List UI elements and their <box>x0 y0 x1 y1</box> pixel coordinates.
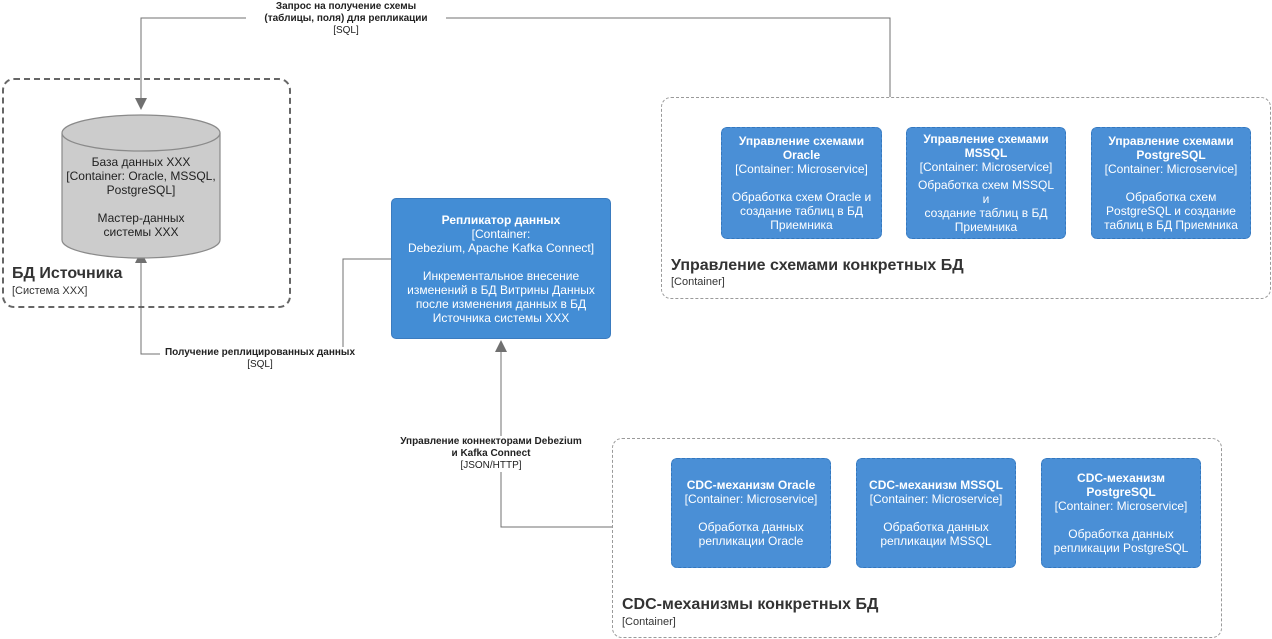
edge-label-schema-request: Запрос на получение схемы (таблицы, поля… <box>246 1 446 37</box>
cdc-card-desc-line1: Обработка данных <box>883 520 989 534</box>
replicator-container[interactable]: Репликатор данных [Container: Debezium, … <box>391 198 611 339</box>
cdc-card-tech: [Container: Microservice] <box>869 492 1003 506</box>
schema-card-postgresql[interactable]: Управление схемами PostgreSQL [Container… <box>1091 127 1251 239</box>
schema-card-desc-line3: Приемника <box>954 220 1018 234</box>
cdc-card-desc-line1: Обработка данных <box>698 520 804 534</box>
edge-label-tech: [SQL] <box>333 25 359 36</box>
edge-label-line1: Управление коннекторами Debezium <box>400 436 582 447</box>
schema-card-mssql[interactable]: Управление схемами MSSQL [Container: Mic… <box>906 127 1066 239</box>
edge-label-line2: и Kafka Connect <box>451 448 531 459</box>
database-name: База данных XXX <box>91 155 191 169</box>
edge-label-tech: [JSON/HTTP] <box>460 460 522 471</box>
schema-card-title-line1: Управление схемами <box>923 132 1049 146</box>
cdc-card-mssql[interactable]: CDC-механизм MSSQL [Container: Microserv… <box>856 458 1016 568</box>
source-boundary-title: БД Источника <box>12 265 123 282</box>
database-label: База данных XXX [Container: Oracle, MSSQ… <box>62 155 220 239</box>
schema-card-desc-line3: Приемника <box>770 218 833 232</box>
replicator-tech-line2: Debezium, Apache Kafka Connect] <box>407 240 595 255</box>
replicator-tech-line1: [Container: <box>471 226 531 241</box>
database-tech-line2: PostgreSQL] <box>106 183 176 197</box>
cdc-card-tech: [Container: Microservice] <box>1054 499 1188 513</box>
cdc-card-desc-line2: репликации PostgreSQL <box>1053 541 1189 555</box>
arrowhead-connectors <box>495 340 507 352</box>
replicator-desc-line2: изменений в БД Витрины Данных <box>407 282 595 297</box>
schema-boundary-title: Управление схемами конкретных БД <box>671 257 964 274</box>
replicator-desc-line1: Инкрементальное внесение <box>422 268 580 283</box>
edge-schema-request <box>140 17 891 100</box>
replicator-desc-line3: после изменения данных в БД <box>415 296 587 311</box>
cdc-boundary-subtitle: [Container] <box>622 616 676 628</box>
database-tech-line1: [Container: Oracle, MSSQL, <box>66 169 216 183</box>
edge-connectors <box>500 350 612 528</box>
schema-card-tech: [Container: Microservice] <box>919 160 1053 174</box>
schema-card-title-line1: Управление схемами <box>738 134 865 148</box>
cdc-card-postgresql[interactable]: CDC-механизм PostgreSQL [Container: Micr… <box>1041 458 1201 568</box>
cdc-card-title-line2: PostgreSQL <box>1086 485 1156 499</box>
schema-card-tech: [Container: Microservice] <box>1104 162 1238 176</box>
schema-card-desc-line2: PostgreSQL и создание <box>1106 204 1236 218</box>
source-boundary-subtitle: [Система XXX] <box>12 285 88 297</box>
cdc-card-oracle[interactable]: CDC-механизм Oracle [Container: Microser… <box>671 458 831 568</box>
replicator-desc-line4: Источника системы XXX <box>432 310 570 325</box>
schema-management-boundary <box>661 97 1271 299</box>
schema-card-desc-line1: Обработка схем MSSQL и <box>918 178 1054 206</box>
database-desc-line1: Мастер-данных <box>97 211 185 225</box>
edge-label-line1: Запрос на получение схемы <box>275 1 417 12</box>
cdc-card-title-line1: CDC-механизм <box>1077 471 1165 485</box>
source-system-boundary <box>2 78 291 308</box>
schema-card-title-line2: Oracle <box>782 148 821 162</box>
arrowhead-schema-request <box>135 98 147 110</box>
cdc-card-title-line1: CDC-механизм Oracle <box>686 478 816 492</box>
edge-label-connectors: Управление коннекторами Debezium и Kafka… <box>391 436 591 472</box>
schema-card-title-line2: MSSQL <box>964 146 1008 160</box>
schema-card-oracle[interactable]: Управление схемами Oracle [Container: Mi… <box>721 127 882 239</box>
edge-label-line1: Получение реплицированных данных <box>164 347 356 358</box>
schema-card-title-line2: PostgreSQL <box>1136 148 1206 162</box>
schema-card-desc-line3: таблиц в БД Приемника <box>1104 218 1238 232</box>
schema-card-title-line1: Управление схемами <box>1108 134 1234 148</box>
edge-label-replicated-data: Получение реплицированных данных [SQL] <box>160 347 360 371</box>
schema-card-desc-line2: создание таблиц в БД <box>740 204 863 218</box>
database-desc-line2: системы XXX <box>103 225 179 239</box>
schema-card-tech: [Container: Microservice] <box>735 162 868 176</box>
cdc-card-title-line1: CDC-механизм MSSQL <box>869 478 1003 492</box>
cdc-card-desc-line2: репликации Oracle <box>698 534 804 548</box>
database-cylinder <box>61 114 221 259</box>
cdc-card-desc-line1: Обработка данных <box>1068 527 1174 541</box>
cdc-card-desc-line2: репликации MSSQL <box>880 534 992 548</box>
edge-label-line2: (таблицы, поля) для репликации <box>264 13 428 24</box>
schema-card-desc-line1: Обработка схем <box>1125 190 1217 204</box>
edge-label-tech: [SQL] <box>247 359 273 370</box>
replicator-title: Репликатор данных <box>441 212 561 227</box>
cdc-mechanisms-boundary <box>612 438 1222 638</box>
schema-card-desc-line2: создание таблиц в БД <box>924 206 1048 220</box>
cdc-card-tech: [Container: Microservice] <box>684 492 818 506</box>
schema-boundary-subtitle: [Container] <box>671 276 725 288</box>
cdc-boundary-title: CDC-механизмы конкретных БД <box>622 596 879 613</box>
schema-card-desc-line1: Обработка схем Oracle и <box>731 190 872 204</box>
